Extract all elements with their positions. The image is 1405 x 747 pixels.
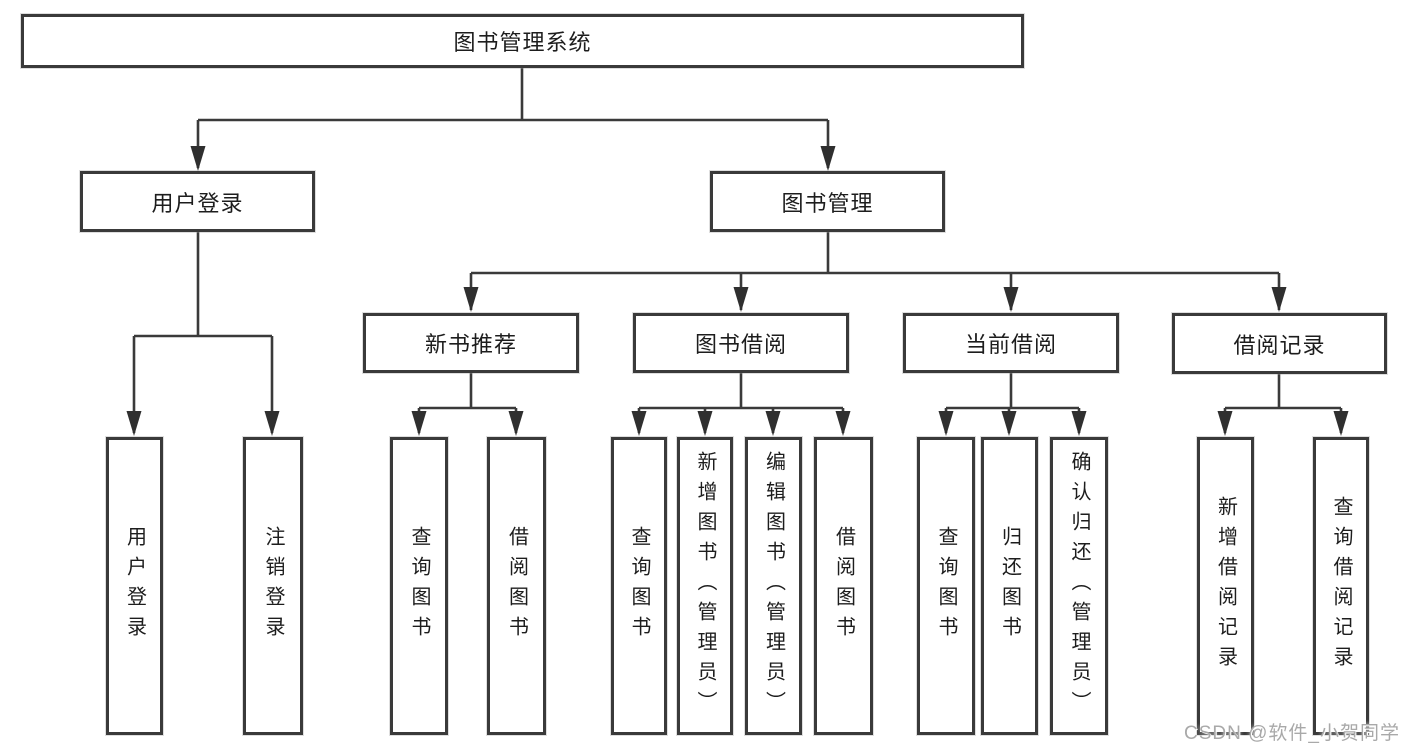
arrow-down-icon xyxy=(1217,411,1233,436)
node-leaf-return-books: 归还图书 xyxy=(981,437,1038,735)
arrow-down-icon xyxy=(835,411,851,436)
node-label: 图书管理系统 xyxy=(453,30,592,55)
node-user-login: 用户登录 xyxy=(80,171,315,232)
node-leaf-add-books-admin: 新增图书（管理员） xyxy=(677,437,733,735)
arrow-down-icon xyxy=(733,287,749,312)
node-leaf-query-books: 查询图书 xyxy=(611,437,667,735)
node-label: 查询图书 xyxy=(628,526,650,646)
arrow-down-icon xyxy=(938,411,954,436)
node-label: 编辑图书（管理员） xyxy=(762,451,785,721)
node-book-borrowing: 图书借阅 xyxy=(633,313,849,373)
node-label: 归还图书 xyxy=(998,526,1021,646)
node-label: 新增借阅记录 xyxy=(1214,496,1237,676)
arrow-down-icon xyxy=(820,146,836,171)
node-new-book-recommend: 新书推荐 xyxy=(363,313,579,373)
node-leaf-borrow-books: 借阅图书 xyxy=(487,437,546,735)
node-label: 查询借阅记录 xyxy=(1330,496,1352,676)
arrow-down-icon xyxy=(765,411,781,436)
node-leaf-confirm-return-admin: 确认归还（管理员） xyxy=(1050,437,1108,735)
node-label: 用户登录 xyxy=(123,526,146,646)
node-label: 借阅记录 xyxy=(1233,332,1326,358)
node-label: 新增图书（管理员） xyxy=(694,451,716,721)
arrow-down-icon xyxy=(1001,411,1017,436)
node-leaf-query-borrow-record: 查询借阅记录 xyxy=(1313,437,1369,735)
node-leaf-query-books: 查询图书 xyxy=(390,437,448,735)
node-label: 当前借阅 xyxy=(964,332,1057,357)
tree-edges xyxy=(132,68,1343,433)
arrow-down-icon xyxy=(411,411,427,436)
arrow-down-icon xyxy=(1003,287,1019,312)
csdn-watermark: CSDN @软件_小贺同学 xyxy=(1184,723,1400,744)
arrow-down-icon xyxy=(1271,287,1287,312)
node-leaf-query-books: 查询图书 xyxy=(917,437,975,735)
node-current-borrowing: 当前借阅 xyxy=(903,313,1119,373)
arrow-down-icon xyxy=(264,411,280,436)
node-leaf-user-login: 用户登录 xyxy=(106,437,163,735)
node-root-system: 图书管理系统 xyxy=(21,14,1024,68)
arrow-down-icon xyxy=(1333,411,1349,436)
node-leaf-logout: 注销登录 xyxy=(243,437,303,735)
node-borrowing-records: 借阅记录 xyxy=(1172,313,1387,374)
node-label: 借阅图书 xyxy=(505,526,528,646)
arrow-down-icon xyxy=(508,411,524,436)
node-label: 注销登录 xyxy=(262,526,284,646)
node-leaf-edit-books-admin: 编辑图书（管理员） xyxy=(745,437,802,735)
arrow-down-icon xyxy=(697,411,713,436)
node-label: 借阅图书 xyxy=(832,526,855,646)
arrow-down-icon xyxy=(631,411,647,436)
node-label: 图书管理 xyxy=(781,190,874,216)
arrow-down-icon xyxy=(463,287,479,312)
node-label: 新书推荐 xyxy=(424,332,517,357)
arrow-down-icon xyxy=(126,411,142,436)
node-label: 图书借阅 xyxy=(694,332,787,357)
node-label: 确认归还（管理员） xyxy=(1068,451,1090,721)
node-leaf-borrow-books: 借阅图书 xyxy=(814,437,873,735)
node-label: 用户登录 xyxy=(151,190,244,216)
arrow-down-icon xyxy=(190,146,206,171)
node-book-management: 图书管理 xyxy=(710,171,945,232)
node-label: 查询图书 xyxy=(408,526,430,646)
node-label: 查询图书 xyxy=(935,526,957,646)
arrow-down-icon xyxy=(1071,411,1087,436)
node-leaf-add-borrow-record: 新增借阅记录 xyxy=(1197,437,1254,735)
arrowheads xyxy=(126,146,1349,436)
